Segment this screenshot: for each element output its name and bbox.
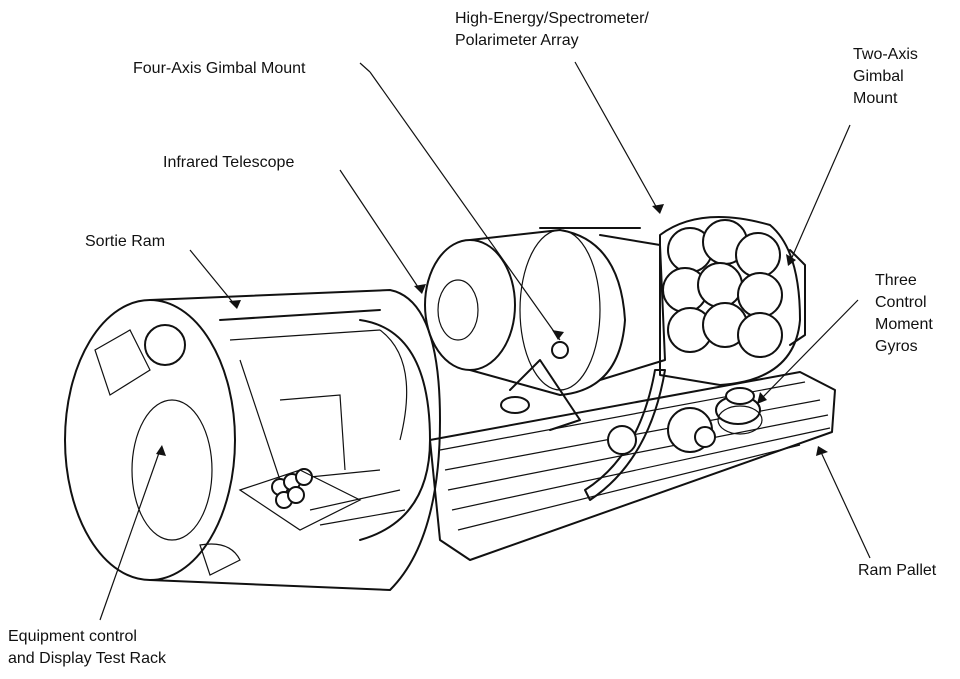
three-cmg-label: Three Control Moment Gyros bbox=[875, 270, 933, 358]
sortie-ram-label: Sortie Ram bbox=[85, 233, 166, 250]
two-axis-label-line2: Gimbal bbox=[853, 68, 904, 85]
equipment-rack-line2: and Display Test Rack bbox=[8, 650, 166, 667]
leader-lines bbox=[99, 61, 871, 621]
three-cmg-line3: Moment bbox=[875, 316, 933, 333]
cmg-shape bbox=[607, 387, 763, 455]
three-cmg-line4: Gyros bbox=[875, 338, 918, 355]
sortie-module-shape bbox=[64, 289, 441, 591]
four-axis-gimbal-label: Four-Axis Gimbal Mount bbox=[133, 60, 306, 77]
three-cmg-line1: Three bbox=[875, 272, 917, 289]
two-axis-label-line3: Mount bbox=[853, 90, 898, 107]
three-cmg-line2: Control bbox=[875, 294, 927, 311]
high-energy-array-shape bbox=[584, 216, 806, 501]
high-energy-label-line2: Polarimeter Array bbox=[455, 32, 579, 49]
equipment-rack-line1: Equipment control bbox=[8, 628, 137, 645]
equipment-rack-label: Equipment control and Display Test Rack bbox=[8, 626, 166, 670]
two-axis-label-line1: Two-Axis bbox=[853, 46, 918, 63]
infrared-telescope-label: Infrared Telescope bbox=[163, 154, 295, 171]
high-energy-label: High-Energy/Spectrometer/ Polarimeter Ar… bbox=[455, 8, 649, 52]
ram-pallet-shape bbox=[429, 371, 836, 561]
infrared-telescope-shape bbox=[424, 227, 666, 431]
two-axis-gimbal-label: Two-Axis Gimbal Mount bbox=[853, 44, 918, 110]
ram-pallet-label: Ram Pallet bbox=[858, 562, 937, 579]
high-energy-label-line1: High-Energy/Spectrometer/ bbox=[455, 10, 649, 27]
